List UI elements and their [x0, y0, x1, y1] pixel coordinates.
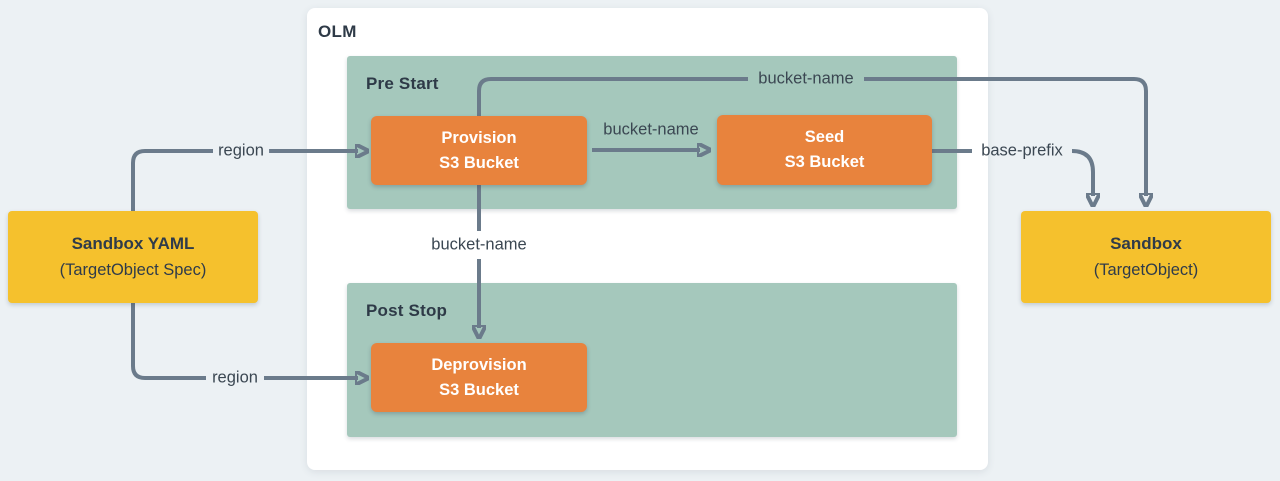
edge-region-bottom-a	[131, 303, 206, 380]
node-provision-s3-bucket: Provision S3 Bucket	[371, 116, 587, 185]
edge-label-region-top: region	[213, 141, 269, 161]
node-sandbox-yaml-title: Sandbox YAML	[71, 234, 195, 253]
node-provision-line2: S3 Bucket	[439, 153, 519, 172]
node-seed-line1: Seed	[804, 128, 845, 146]
node-sandbox-subtitle: (TargetObject)	[1093, 261, 1199, 279]
olm-panel-title: OLM	[318, 22, 357, 41]
edge-label-base-prefix: base-prefix	[981, 141, 1063, 160]
node-sandbox-yaml-subtitle: (TargetObject Spec)	[59, 261, 207, 279]
node-seed-s3-bucket: Seed S3 Bucket	[717, 115, 932, 185]
edge-label-bucket-name-top: bucket-name	[753, 69, 859, 89]
node-sandbox-yaml: Sandbox YAML (TargetObject Spec)	[8, 211, 258, 303]
group-post-stop-label: Post Stop	[366, 301, 448, 320]
edge-label-bucket-name-vertical: bucket-name	[426, 235, 532, 255]
edge-region-top-a	[131, 149, 213, 211]
edge-label-bucket-name-mid: bucket-name	[603, 120, 699, 139]
edge-base-prefix-b	[1071, 149, 1093, 196]
node-deprovision-s3-bucket: Deprovision S3 Bucket	[371, 343, 587, 412]
node-provision-line1: Provision	[441, 128, 517, 147]
node-deprovision-line2: S3 Bucket	[439, 380, 519, 399]
node-deprovision-line1: Deprovision	[431, 355, 527, 374]
edge-label-region-bottom: region	[207, 368, 263, 388]
node-sandbox-title: Sandbox	[1110, 234, 1182, 253]
node-seed-line2: S3 Bucket	[784, 153, 865, 171]
node-sandbox: Sandbox (TargetObject)	[1021, 211, 1271, 303]
group-pre-start-label: Pre Start	[366, 74, 439, 93]
